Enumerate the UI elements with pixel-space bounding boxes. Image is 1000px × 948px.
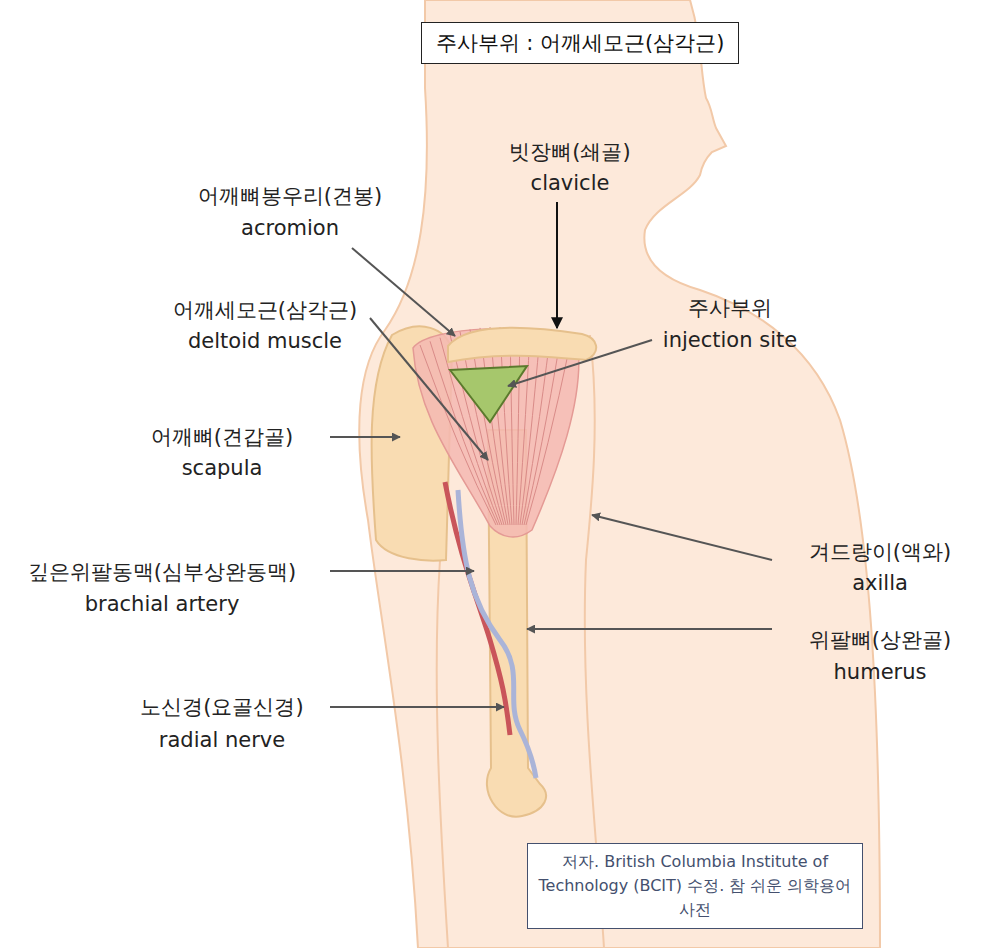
title-box: 주사부위 : 어깨세모근(삼각근) xyxy=(421,22,740,64)
part-name: 깊은위팔동맥(심부상완동맥) xyxy=(28,557,296,587)
part-name-english: deltoid muscle xyxy=(188,326,342,356)
injection-site-triangle xyxy=(450,366,527,422)
part-name-english: scapula xyxy=(182,453,263,483)
leader-line xyxy=(527,628,772,630)
body-silhouette xyxy=(359,0,880,948)
muscle-fibre xyxy=(526,345,570,525)
leader-line xyxy=(556,202,558,328)
brachial-artery xyxy=(445,482,510,735)
leader-line xyxy=(330,706,504,708)
leader-line xyxy=(330,570,474,572)
caption-box: 저자. British Columbia Institute of Techno… xyxy=(527,843,863,929)
part-name: 어깨뼈봉우리(견봉) xyxy=(198,181,382,211)
muscle-fibre xyxy=(524,341,560,525)
part-name: 위팔뼈(상완골) xyxy=(809,625,951,655)
deltoid-muscle xyxy=(413,329,579,537)
part-name-english: injection site xyxy=(663,325,797,355)
part-name-english: acromion xyxy=(241,213,339,243)
part-name: 어깨세모근(삼각근) xyxy=(173,295,357,325)
part-name-english: brachial artery xyxy=(85,589,240,619)
leader-line xyxy=(592,515,772,560)
part-name: 빗장뼈(쇄골) xyxy=(509,137,630,167)
muscle-fibre xyxy=(520,334,540,525)
leader-line xyxy=(330,436,400,438)
muscle-fibre xyxy=(516,329,520,525)
part-name: 어깨뼈(견갑골) xyxy=(151,422,293,452)
part-name: 노신경(요골신경) xyxy=(140,692,303,722)
part-name-english: axilla xyxy=(852,568,908,598)
arm-back-edge xyxy=(437,560,448,948)
leader-line xyxy=(370,318,488,460)
muscle-fibre xyxy=(510,328,514,525)
part-name: 겨드랑이(액와) xyxy=(809,537,951,567)
leader-line xyxy=(352,248,455,336)
part-name-english: radial nerve xyxy=(159,725,285,755)
clavicle-acromion-bone xyxy=(448,328,596,362)
caption: 저자. British Columbia Institute of Techno… xyxy=(539,852,852,919)
part-name: 주사부위 xyxy=(688,293,772,323)
muscle-fibre xyxy=(460,332,504,525)
radial-nerve xyxy=(458,490,536,778)
part-name-english: clavicle xyxy=(531,168,610,198)
title: 주사부위 : 어깨세모근(삼각근) xyxy=(436,31,725,55)
part-name-english: humerus xyxy=(834,657,927,687)
leader-line xyxy=(508,340,652,386)
